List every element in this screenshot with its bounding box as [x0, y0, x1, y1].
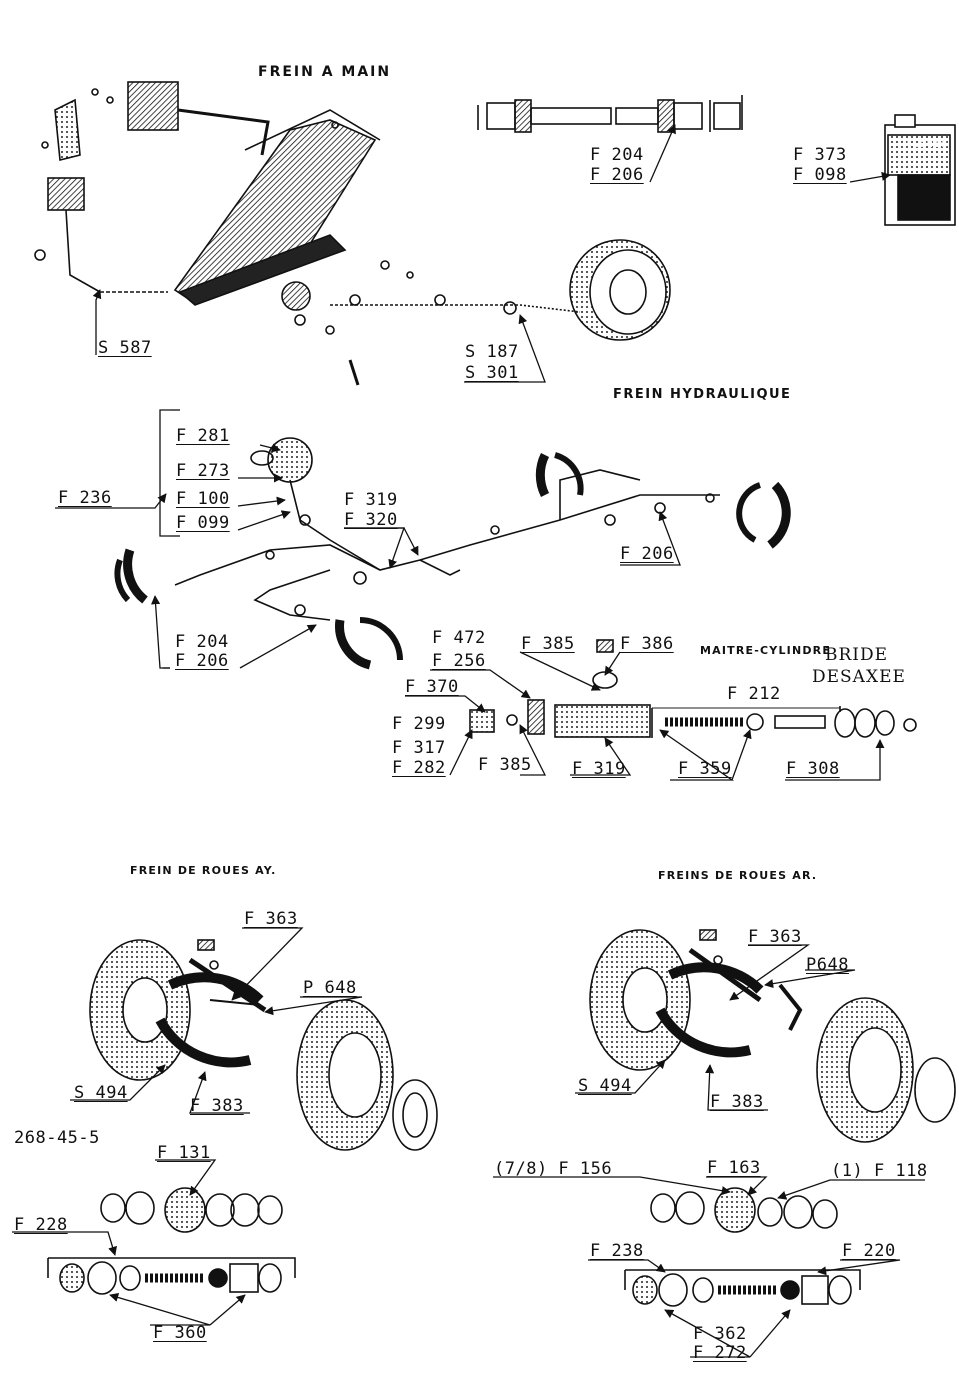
ref-bracket-2: F 256 — [432, 651, 486, 671]
ref-rear-lining: P648 — [806, 955, 849, 975]
ref-rear-spring: F 363 — [748, 927, 802, 947]
rear-wheel-brake-group — [589, 929, 956, 1307]
front-wheel-brake-heading: FREIN DE ROUES AY. — [130, 864, 277, 877]
ref-rear-hose: F 206 — [620, 544, 674, 564]
rear-wheel-brake-heading: FREINS DE ROUES AR. — [658, 869, 818, 882]
front-wheel-brake-group — [47, 939, 438, 1295]
hydraulic-circuit — [114, 437, 791, 670]
ref-rear-wheel-cylinder-left: (7/8) F 156 — [494, 1159, 613, 1179]
ref-master-kit: F 212 — [727, 684, 781, 704]
ref-front-spring: F 363 — [244, 909, 298, 929]
ref-union-2: F 320 — [344, 510, 398, 530]
ref-fitting-1: F 100 — [176, 489, 230, 509]
offset-flange-label-1: BRIDE — [825, 645, 889, 665]
ref-reservoir-group: F 236 — [58, 488, 112, 508]
ref-rear-shoe: S 494 — [578, 1076, 632, 1096]
ref-front-adjuster: F 383 — [190, 1096, 244, 1116]
offset-flange-label-2: DESAXEE — [812, 667, 906, 687]
ref-fluid-1: F 373 — [793, 145, 847, 165]
ref-union-1: F 319 — [344, 490, 398, 510]
master-cylinder-heading: MAITRE-CYLINDRE — [700, 644, 832, 657]
leader-lines — [12, 124, 925, 1358]
hand-brake-heading: FREIN A MAIN — [258, 64, 392, 80]
ref-front-shoe: S 494 — [74, 1083, 128, 1103]
ref-rear-kit-right: F 220 — [842, 1241, 896, 1261]
ref-cable-front: S 587 — [98, 338, 152, 358]
drawing-reference: 268-45-5 — [14, 1128, 100, 1148]
master-cylinder — [469, 639, 917, 738]
fluid-can-text: liquid — [905, 137, 948, 150]
ref-front-lining: P 648 — [303, 978, 357, 998]
fluid-can — [884, 114, 956, 226]
ref-rear-wheel-cylinder-right: (1) F 118 — [831, 1161, 928, 1181]
ref-seal-2: F 385 — [478, 755, 532, 775]
ref-cable-rear-2: S 301 — [465, 363, 519, 383]
hand-brake-assembly — [34, 81, 671, 386]
ref-piston: F 308 — [786, 759, 840, 779]
ref-plug: F 386 — [620, 634, 674, 654]
ref-rear-seals-2: F 272 — [693, 1343, 747, 1363]
ref-front-hose-2: F 206 — [175, 651, 229, 671]
ref-fitting-2: F 099 — [176, 513, 230, 533]
ref-boot-3: F 282 — [392, 758, 446, 778]
ref-spring: F 359 — [678, 759, 732, 779]
ref-rear-wheel-cylinder-mid: F 163 — [707, 1158, 761, 1178]
ref-bracket-1: F 472 — [432, 628, 486, 648]
ref-cylinder-body: F 319 — [572, 759, 626, 779]
ref-hose-1: F 204 — [590, 145, 644, 165]
ref-boot-1: F 299 — [392, 714, 446, 734]
hose-detail — [477, 95, 743, 133]
ref-front-kit: F 228 — [14, 1215, 68, 1235]
ref-front-wheel-cylinder: F 131 — [157, 1143, 211, 1163]
ref-fluid-2: F 098 — [793, 165, 847, 185]
ref-reservoir-cap: F 281 — [176, 426, 230, 446]
ref-rear-adjuster: F 383 — [710, 1092, 764, 1112]
hydraulic-brake-heading: FREIN HYDRAULIQUE — [613, 387, 792, 402]
ref-hose-2: F 206 — [590, 165, 644, 185]
ref-reservoir: F 273 — [176, 461, 230, 481]
ref-rear-kit-left: F 238 — [590, 1241, 644, 1261]
ref-front-hose-1: F 204 — [175, 632, 229, 652]
ref-pushrod: F 370 — [405, 677, 459, 697]
ref-seal: F 385 — [521, 634, 575, 654]
ref-front-seals: F 360 — [153, 1323, 207, 1343]
ref-cable-rear-1: S 187 — [465, 342, 519, 362]
ref-rear-seals-1: F 362 — [693, 1324, 747, 1344]
ref-boot-2: F 317 — [392, 738, 446, 758]
